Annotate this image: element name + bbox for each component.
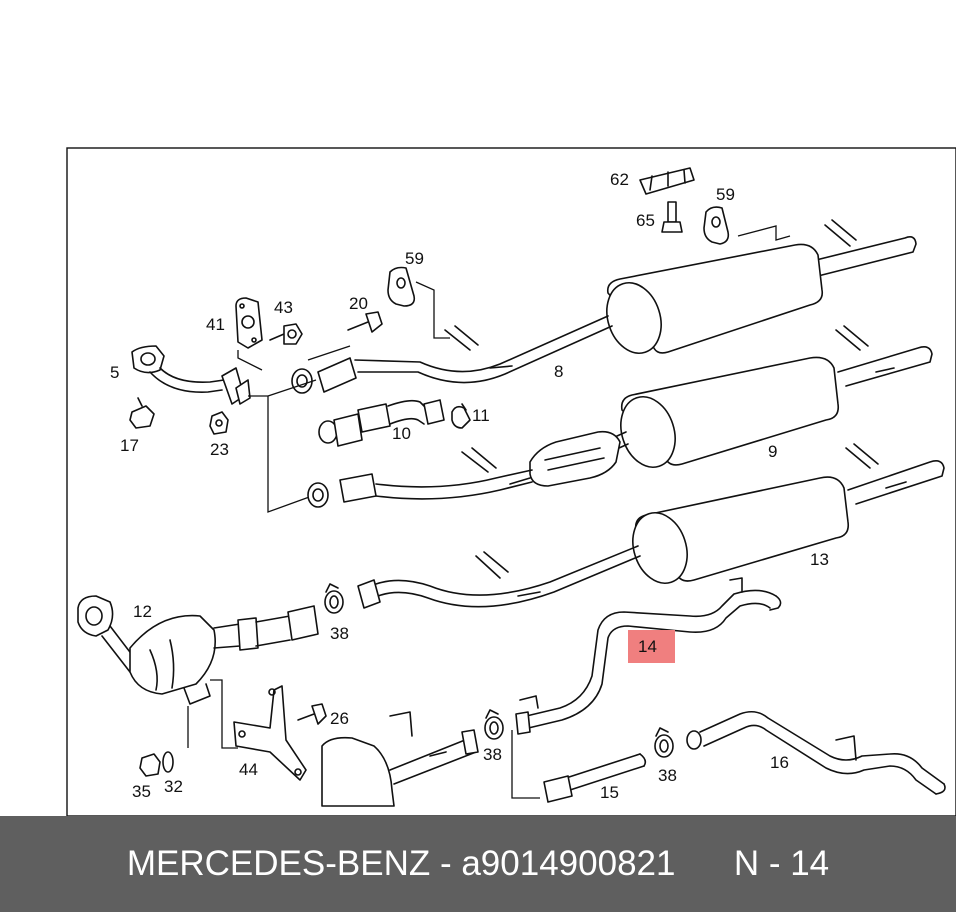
bolt-26[interactable] bbox=[297, 703, 327, 725]
bracket-44[interactable] bbox=[233, 685, 307, 781]
leader-front-group bbox=[248, 379, 317, 513]
clamp-38-lower[interactable] bbox=[654, 727, 674, 758]
diagram-frame bbox=[66, 147, 956, 816]
callout-38-lower: 38 bbox=[658, 766, 677, 785]
callout-10: 10 bbox=[392, 424, 411, 443]
callout-8: 8 bbox=[554, 362, 563, 381]
rubber-mount-59-front[interactable] bbox=[387, 266, 416, 307]
callout-15: 15 bbox=[600, 783, 619, 802]
pipe-14[interactable] bbox=[515, 577, 782, 735]
clamp-38-upper[interactable] bbox=[324, 583, 344, 614]
callout-26: 26 bbox=[330, 709, 349, 728]
exhaust-system-diagram: 62 59 65 59 41 43 20 5 17 23 8 10 11 9 1… bbox=[66, 147, 956, 816]
intermediate-pipe-10[interactable] bbox=[318, 399, 445, 447]
callout-5: 5 bbox=[110, 363, 119, 382]
footer-bar: MERCEDES-BENZ - a9014900821 N - 14 bbox=[0, 816, 956, 912]
brand-name: MERCEDES-BENZ bbox=[126, 844, 431, 883]
callout-65: 65 bbox=[636, 211, 655, 230]
nut-43[interactable] bbox=[269, 323, 303, 345]
bolt-20[interactable] bbox=[347, 311, 383, 333]
clamp-11[interactable] bbox=[451, 403, 471, 429]
callout-14: 14 bbox=[638, 637, 657, 656]
rear-muffler-partial[interactable] bbox=[321, 711, 479, 807]
callout-13: 13 bbox=[810, 550, 829, 569]
callout-12: 12 bbox=[133, 602, 152, 621]
nut-35[interactable] bbox=[139, 753, 161, 777]
part-number: a9014900821 bbox=[461, 844, 676, 883]
callout-17: 17 bbox=[120, 436, 139, 455]
callout-43: 43 bbox=[274, 298, 293, 317]
nut-17[interactable] bbox=[129, 397, 155, 429]
footer-caption: MERCEDES-BENZ - a9014900821 N - 14 bbox=[0, 816, 956, 912]
callout-9: 9 bbox=[768, 442, 777, 461]
position-label: N - 14 bbox=[733, 844, 830, 883]
pipe-15[interactable] bbox=[543, 753, 647, 803]
exhaust-assembly-13[interactable] bbox=[357, 443, 945, 609]
callout-59-front: 59 bbox=[405, 249, 424, 268]
exhaust-assembly-8[interactable] bbox=[291, 219, 917, 394]
spacer bbox=[675, 844, 733, 884]
front-pipe-5[interactable] bbox=[131, 345, 251, 405]
separator: - bbox=[430, 844, 462, 883]
callout-38-upper: 38 bbox=[330, 624, 349, 643]
nut-23[interactable] bbox=[209, 411, 229, 435]
leader-5-assembly bbox=[237, 350, 263, 371]
callout-11: 11 bbox=[472, 406, 490, 425]
callout-44: 44 bbox=[239, 760, 258, 779]
tail-pipe-16[interactable] bbox=[686, 710, 946, 795]
callout-59-rear: 59 bbox=[716, 185, 735, 204]
washer-32[interactable] bbox=[162, 751, 174, 773]
catalytic-converter-12[interactable] bbox=[77, 595, 319, 705]
leader-59-rear bbox=[737, 225, 791, 241]
callout-32: 32 bbox=[164, 777, 183, 796]
leader-20 bbox=[307, 345, 351, 361]
exhaust-assembly-9[interactable] bbox=[307, 325, 933, 508]
callout-23: 23 bbox=[210, 440, 229, 459]
bracket-62[interactable] bbox=[639, 167, 695, 195]
leader-59-front bbox=[415, 281, 450, 339]
rubber-mount-59-rear[interactable] bbox=[703, 206, 730, 245]
callout-62: 62 bbox=[610, 170, 629, 189]
bolt-65[interactable] bbox=[661, 201, 683, 233]
callout-41: 41 bbox=[206, 315, 225, 334]
callout-38-middle: 38 bbox=[483, 745, 502, 764]
callout-16: 16 bbox=[770, 753, 789, 772]
callout-35: 35 bbox=[132, 782, 151, 801]
callout-20: 20 bbox=[349, 294, 368, 313]
clamp-38-middle[interactable] bbox=[484, 709, 504, 740]
highlight-box-14 bbox=[628, 630, 675, 663]
gasket-41[interactable] bbox=[235, 297, 263, 349]
leader-14 bbox=[511, 730, 540, 799]
leader-12-mount bbox=[187, 679, 238, 749]
